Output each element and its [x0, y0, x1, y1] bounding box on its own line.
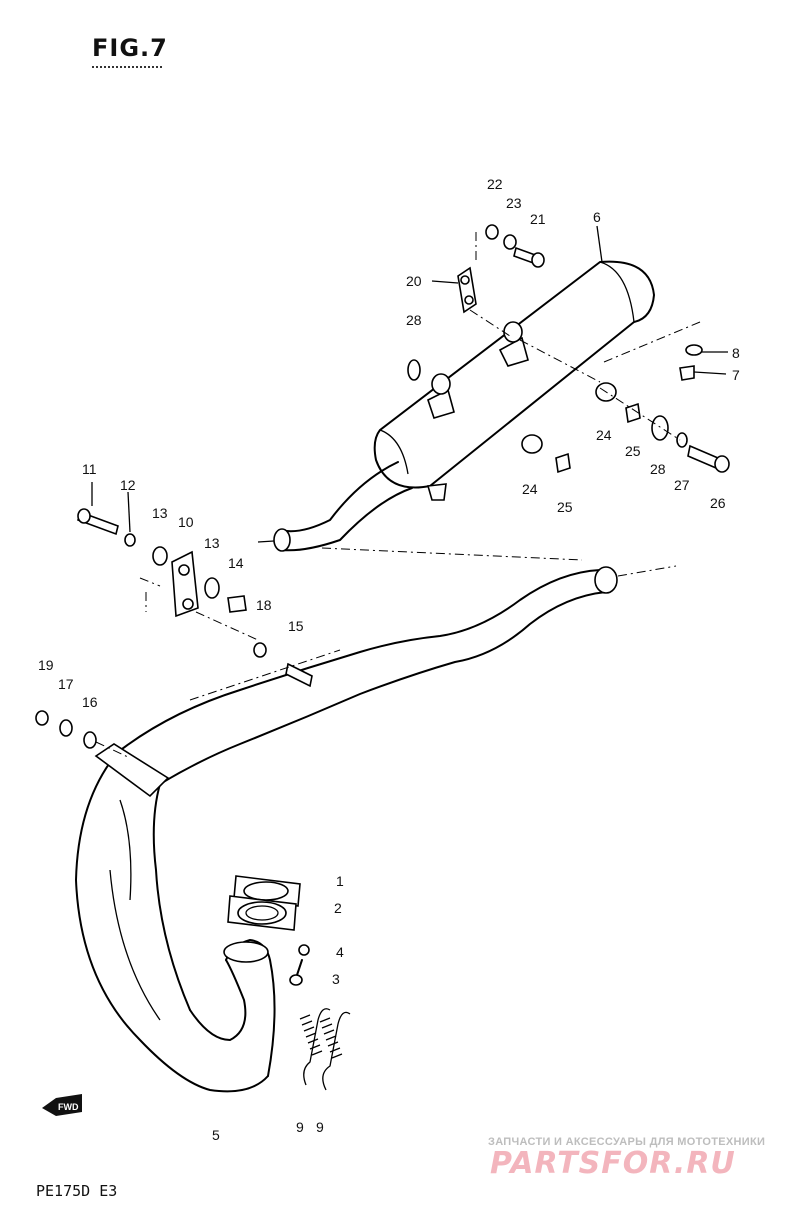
label-27: 27 — [674, 477, 690, 493]
exhaust-pipe[interactable] — [75, 565, 677, 1093]
label-25-left: 25 — [557, 499, 573, 515]
label-9-right: 9 — [316, 1119, 324, 1135]
label-24-right: 24 — [596, 427, 612, 443]
label-21: 21 — [530, 211, 546, 227]
label-25-right: 25 — [625, 443, 641, 459]
label-15: 15 — [288, 618, 304, 634]
fwd-label: FWD — [58, 1102, 79, 1112]
exhaust-gaskets[interactable] — [227, 875, 301, 931]
forward-arrow-icon: FWD — [42, 1094, 82, 1116]
label-20: 20 — [406, 273, 422, 289]
muffler[interactable] — [257, 260, 655, 552]
label-18: 18 — [256, 597, 272, 613]
label-12: 12 — [120, 477, 136, 493]
front-nuts[interactable] — [35, 710, 131, 759]
label-3: 3 — [332, 971, 340, 987]
label-10: 10 — [178, 514, 194, 530]
label-7: 7 — [732, 367, 740, 383]
label-16: 16 — [82, 694, 98, 710]
label-8: 8 — [732, 345, 740, 361]
label-5: 5 — [212, 1127, 220, 1143]
label-28-bottom: 28 — [650, 461, 666, 477]
figure-title: FIG.7 — [92, 34, 168, 62]
label-23: 23 — [506, 195, 522, 211]
label-11: 11 — [82, 461, 97, 477]
label-28-top: 28 — [406, 312, 422, 328]
model-code: PE175D E3 — [36, 1182, 118, 1200]
leader-lines — [91, 225, 728, 533]
label-4: 4 — [336, 944, 344, 960]
flange-bolt[interactable] — [289, 944, 310, 986]
watermark-logo: PARTSFOR.RU — [490, 1146, 736, 1181]
watermark-subtitle: ЗАПЧАСТИ И АКСЕССУАРЫ ДЛЯ МОТОТЕХНИКИ — [488, 1136, 766, 1148]
label-22: 22 — [487, 176, 503, 192]
muffler-mount-hardware[interactable] — [519, 321, 730, 474]
title-underline — [92, 66, 162, 68]
label-6: 6 — [593, 209, 601, 225]
exhaust-springs[interactable] — [299, 1008, 351, 1091]
part-labels: 22 23 21 6 20 28 8 7 24 25 28 27 26 24 2… — [38, 176, 740, 1143]
label-26: 26 — [710, 495, 726, 511]
upper-bracket-hardware[interactable] — [407, 224, 545, 381]
label-1: 1 — [336, 873, 344, 889]
front-bracket-hardware[interactable] — [77, 508, 583, 701]
label-17: 17 — [58, 676, 74, 692]
label-19: 19 — [38, 657, 54, 673]
label-9-left: 9 — [296, 1119, 304, 1135]
label-13-left: 13 — [152, 505, 168, 521]
label-24-left: 24 — [522, 481, 538, 497]
label-13-right: 13 — [204, 535, 220, 551]
label-14: 14 — [228, 555, 244, 571]
label-2: 2 — [334, 900, 342, 916]
